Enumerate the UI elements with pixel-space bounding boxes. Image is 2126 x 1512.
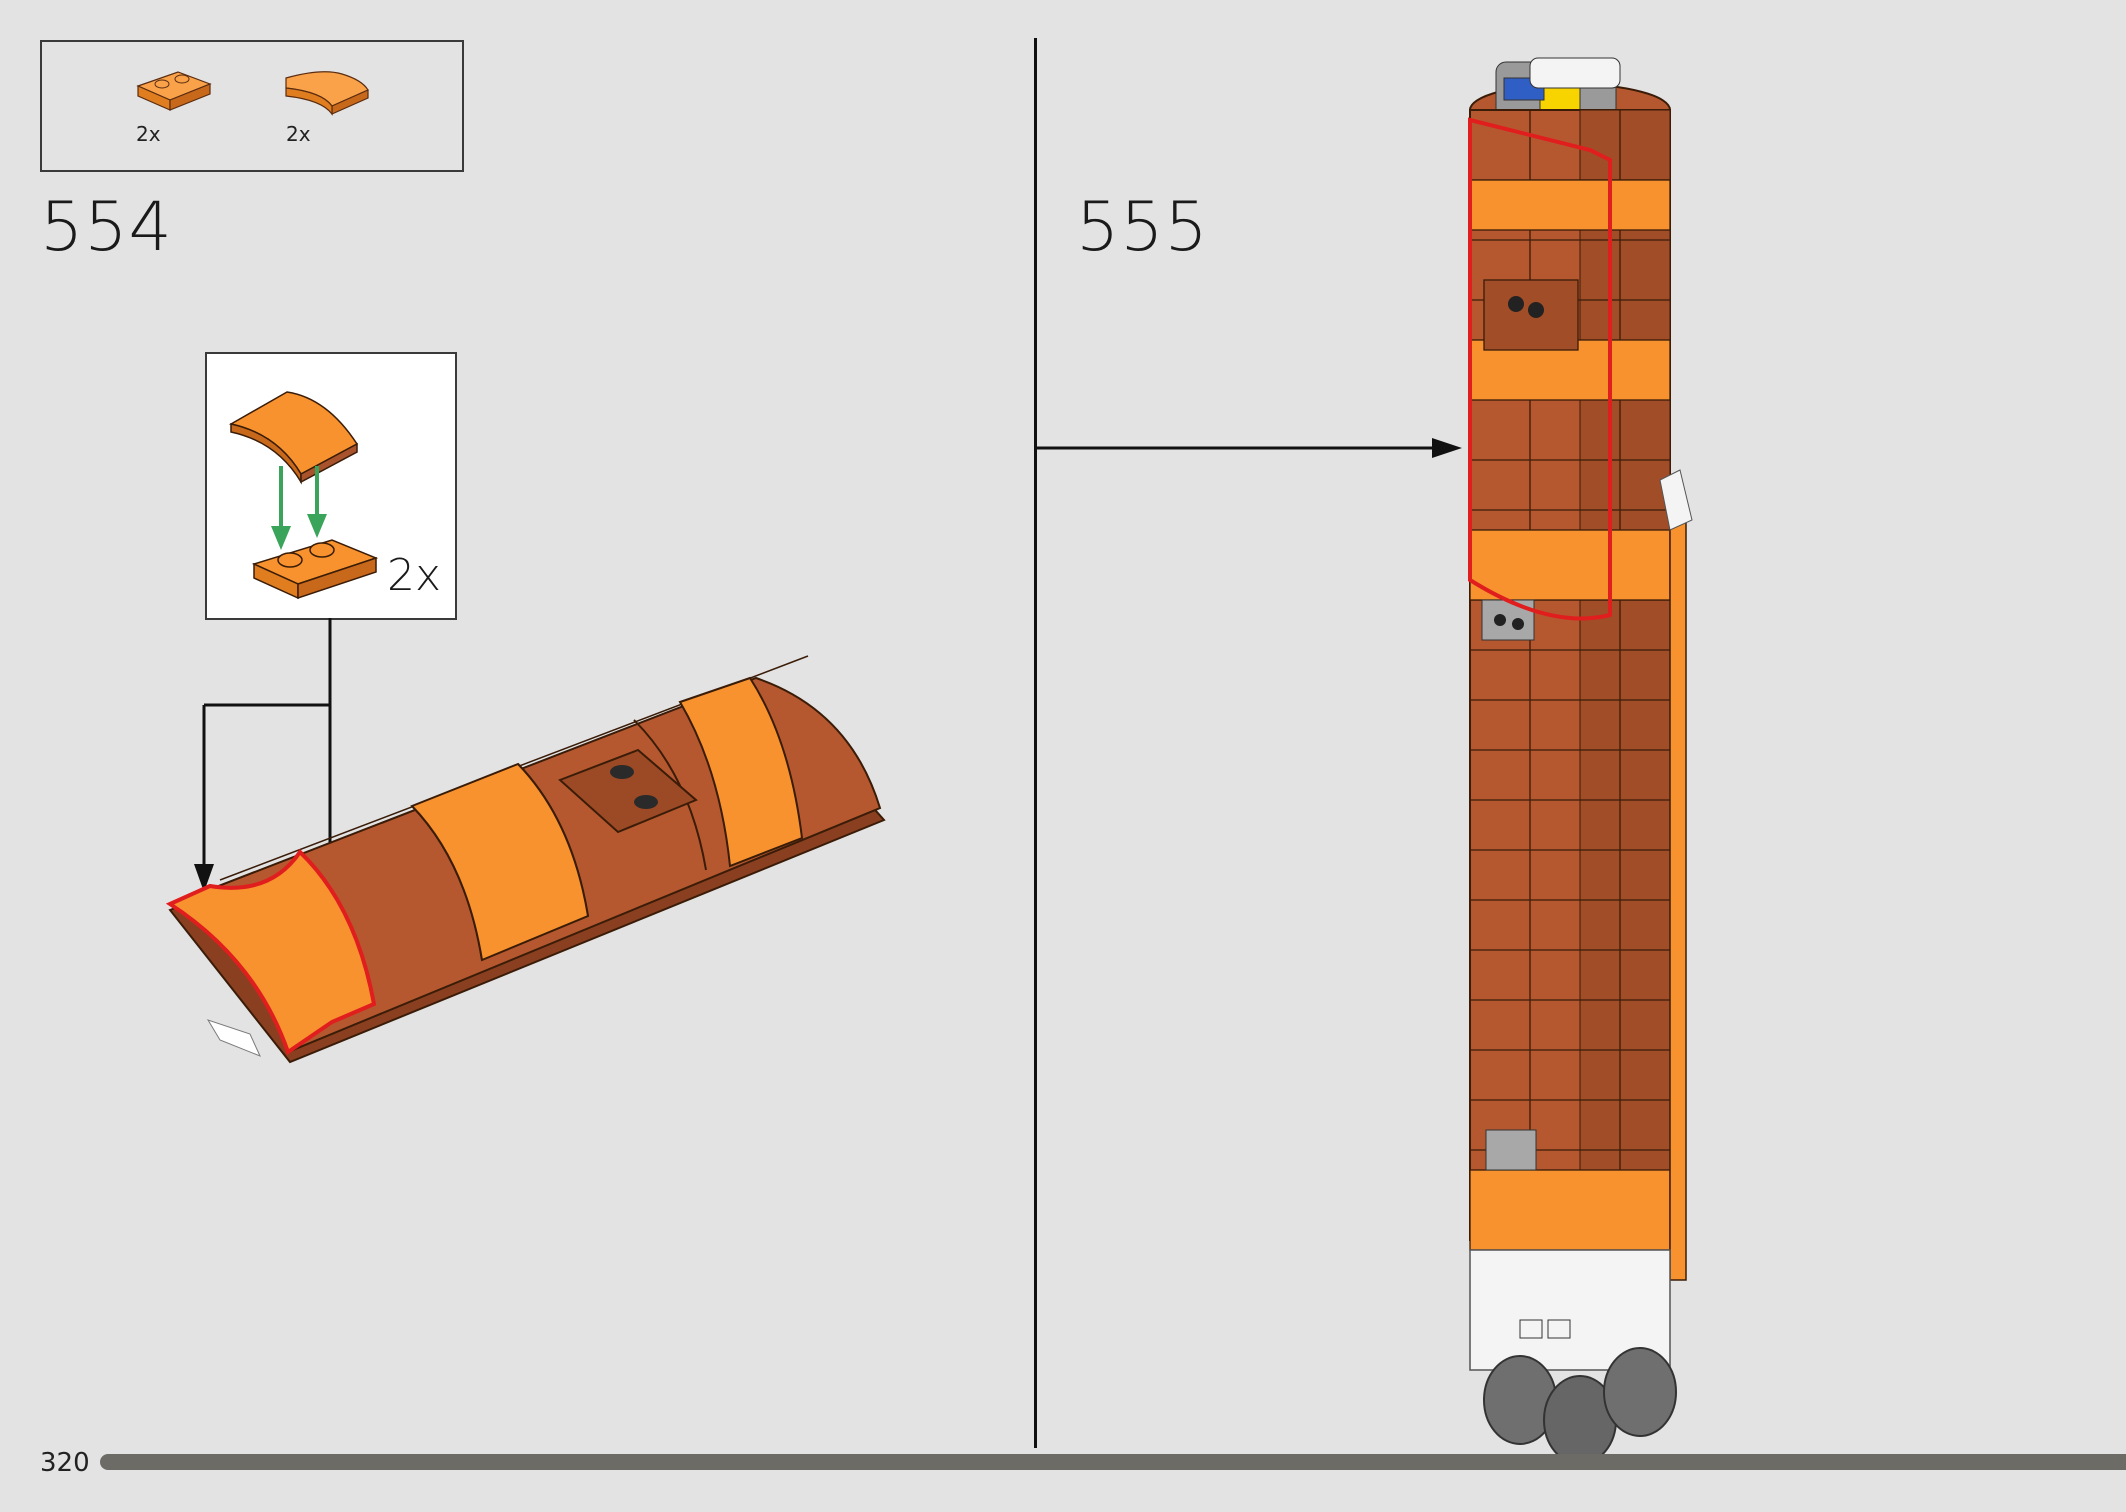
step-number-554: 554 <box>40 188 173 267</box>
callout-qty-label: 2x <box>387 550 442 601</box>
page-number: 320 <box>40 1448 90 1478</box>
orange-plate-icon <box>136 71 212 111</box>
part-qty-label: 2x <box>136 122 161 146</box>
sub-assembly-callout: 2x <box>205 352 457 620</box>
curved-panel-assembly <box>165 655 886 1064</box>
green-arrows-icon <box>271 466 327 550</box>
step-number-555: 555 <box>1076 188 1209 267</box>
parts-list-box: 2x 2x <box>40 40 464 172</box>
orange-curved-slope-icon <box>285 71 369 116</box>
progress-bar <box>100 1454 2126 1470</box>
plate-rail-part-icon <box>251 539 379 600</box>
part-qty-label: 2x <box>286 122 311 146</box>
placement-arrow <box>1036 438 1462 458</box>
rocket-core-stage <box>1468 57 1693 1465</box>
step-divider <box>1034 38 1037 1448</box>
